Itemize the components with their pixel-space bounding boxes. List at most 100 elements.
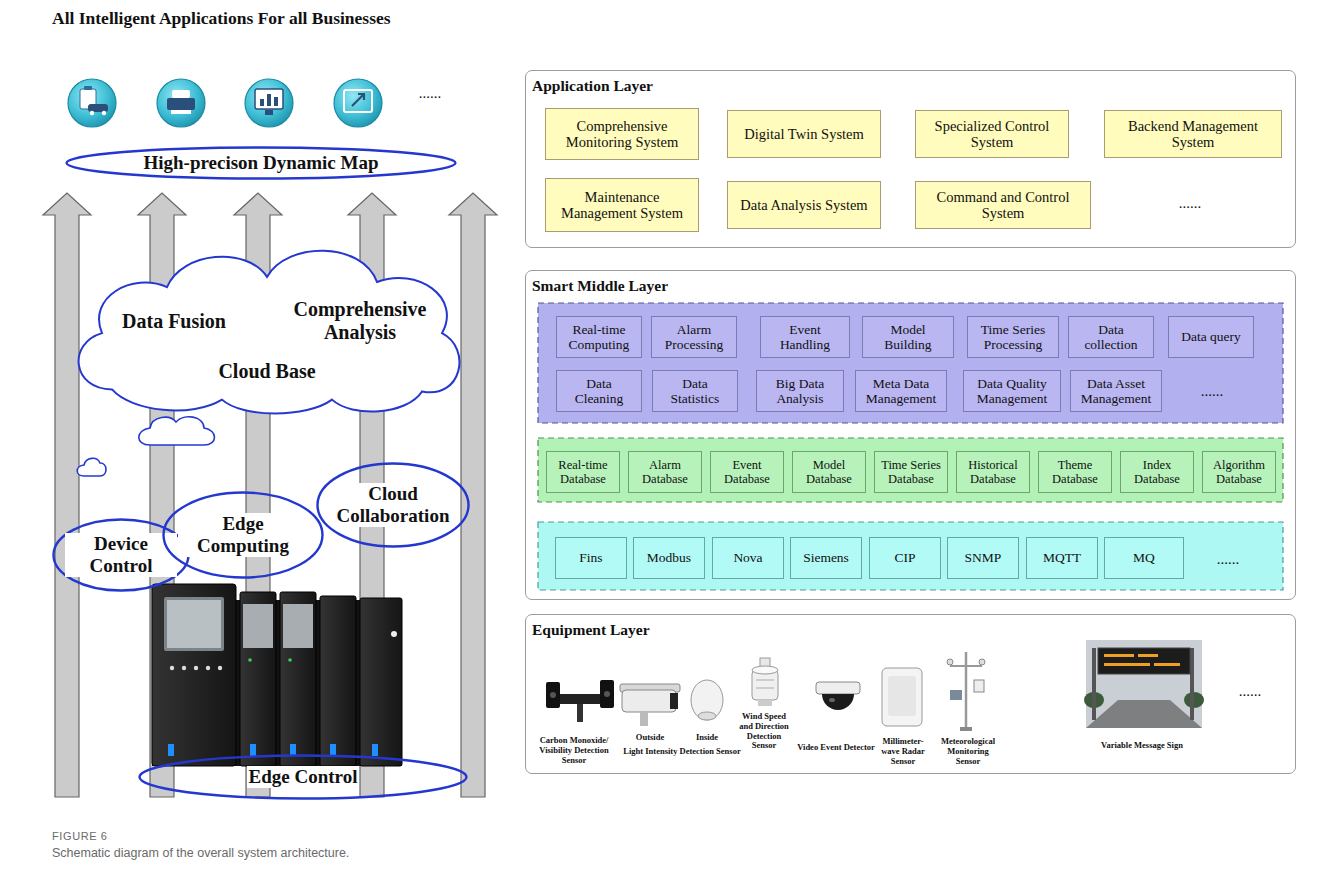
node-text: Cloud Collaboration [331,483,455,527]
node-text: Alarm Database [633,458,697,486]
module-box: Data Analysis System [727,181,881,229]
module-box: Data Asset Management [1070,370,1162,412]
node-text: Real-time Database [551,458,615,486]
ellipse-node: Cloud Collaboration [316,462,470,548]
layer-title: Application Layer [532,77,653,95]
figure-number: FIGURE 6 [52,830,252,842]
device-label: Inside [685,733,729,743]
ellipsis-mark: ...... [400,86,460,101]
node-text: Data Cleaning [561,376,637,406]
app-icon [157,79,205,127]
module-box: Alarm Processing [651,316,737,358]
node-text: Model Database [797,458,861,486]
module-box: Model Database [792,451,866,493]
node-text: Time Series Database [879,458,943,486]
cloud-text: Data Fusion [94,310,254,333]
module-box: MQTT [1026,537,1098,579]
radar-sensor [882,668,922,726]
device-label: Video Event Detector [793,743,879,753]
light-sensor-outside [620,684,680,726]
layer-title: Smart Middle Layer [532,277,668,295]
node-text: Digital Twin System [744,126,864,142]
node-text: Edge Control [247,766,360,788]
meteorological-sensor [947,652,985,731]
layer-panel: Smart Middle LayerReal-time ComputingAla… [525,270,1296,600]
module-box: Modbus [633,537,705,579]
cloud-text: Cloud Base [190,360,344,383]
node-text: Fins [579,550,602,565]
node-text: High-precison Dynamic Map [141,152,380,174]
node-text: Specialized Control System [920,118,1064,150]
variable-message-sign [1084,640,1204,728]
ellipse-node: High-precison Dynamic Map [65,146,457,180]
device-label: Wind Speed and Direction Detection Senso… [735,712,793,751]
node-text: Event Handling [765,322,845,352]
node-text: Device Control [65,533,177,577]
ellipse-node: Edge Control [138,754,468,800]
ellipse-outline [164,493,323,578]
module-box: Real-time Computing [556,316,642,358]
node-text: Data collection [1073,322,1149,352]
module-box: Fins [555,537,627,579]
device-label: Carbon Monoxide/ Visibility Detection Se… [536,736,612,765]
module-box: Comprehensive Monitoring System [545,108,699,160]
node-text: MQTT [1043,550,1081,565]
node-text: Historical Database [961,458,1025,486]
app-icon [68,79,116,127]
layer-title: Equipment Layer [532,621,650,639]
module-box: Maintenance Management System [545,178,699,232]
figure-caption: Schematic diagram of the overall system … [52,846,349,860]
module-box: Historical Database [956,451,1030,493]
ellipsis-mark: ...... [1193,552,1263,567]
device-label: Light Intensity Detection Sensor [622,747,742,757]
node-text: Algorithm Database [1207,458,1271,486]
node-text: Event Database [715,458,779,486]
module-box: Algorithm Database [1202,451,1276,493]
cloud-text: Comprehensive Analysis [274,298,446,344]
module-box: Digital Twin System [727,110,881,158]
ellipse-node: Edge Computing [162,491,324,579]
node-text: CIP [894,550,915,565]
node-text: Backend Management System [1109,118,1277,150]
app-icon [334,79,382,127]
module-box: MQ [1104,537,1184,579]
module-box: Theme Database [1038,451,1112,493]
module-box: Real-time Database [546,451,620,493]
co-visibility-sensor [546,680,614,722]
module-box: Time Series Database [874,451,948,493]
ellipse-outline [67,148,456,179]
module-box: Data Statistics [652,370,738,412]
ellipsis-mark: ...... [1150,196,1230,211]
module-box: Data Cleaning [556,370,642,412]
wind-sensor [752,658,778,706]
module-box: Model Building [862,316,954,358]
app-icon [245,79,293,127]
node-text: Comprehensive Monitoring System [550,118,694,150]
node-text: Command and Control System [920,189,1086,221]
module-box: Event Handling [760,316,850,358]
ellipse-outline [140,756,467,799]
device-label: Variable Message Sign [1082,741,1202,751]
node-text: Nova [733,550,762,565]
module-box: Time Series Processing [967,316,1059,358]
module-box: CIP [869,537,941,579]
module-box: Siemens [790,537,862,579]
node-text: MQ [1133,550,1155,565]
node-text: Real-time Computing [561,322,637,352]
ellipse-outline [54,520,189,591]
node-text: SNMP [965,550,1002,565]
node-text: Data Asset Management [1075,376,1157,406]
device-label: Outside [625,733,675,743]
module-box: Big Data Analysis [756,370,844,412]
module-box: Command and Control System [915,181,1091,229]
database-band [538,438,1283,502]
protocol-band [538,522,1283,590]
device-label: Millimeter-wave Radar Sensor [875,737,931,766]
node-text: Modbus [647,550,691,565]
node-text: Alarm Processing [656,322,732,352]
module-box: Index Database [1120,451,1194,493]
node-text: Maintenance Management System [550,189,694,221]
node-text: Siemens [803,550,849,565]
ellipse-node: Device Control [52,518,190,592]
ellipsis-mark: ...... [1177,384,1247,399]
